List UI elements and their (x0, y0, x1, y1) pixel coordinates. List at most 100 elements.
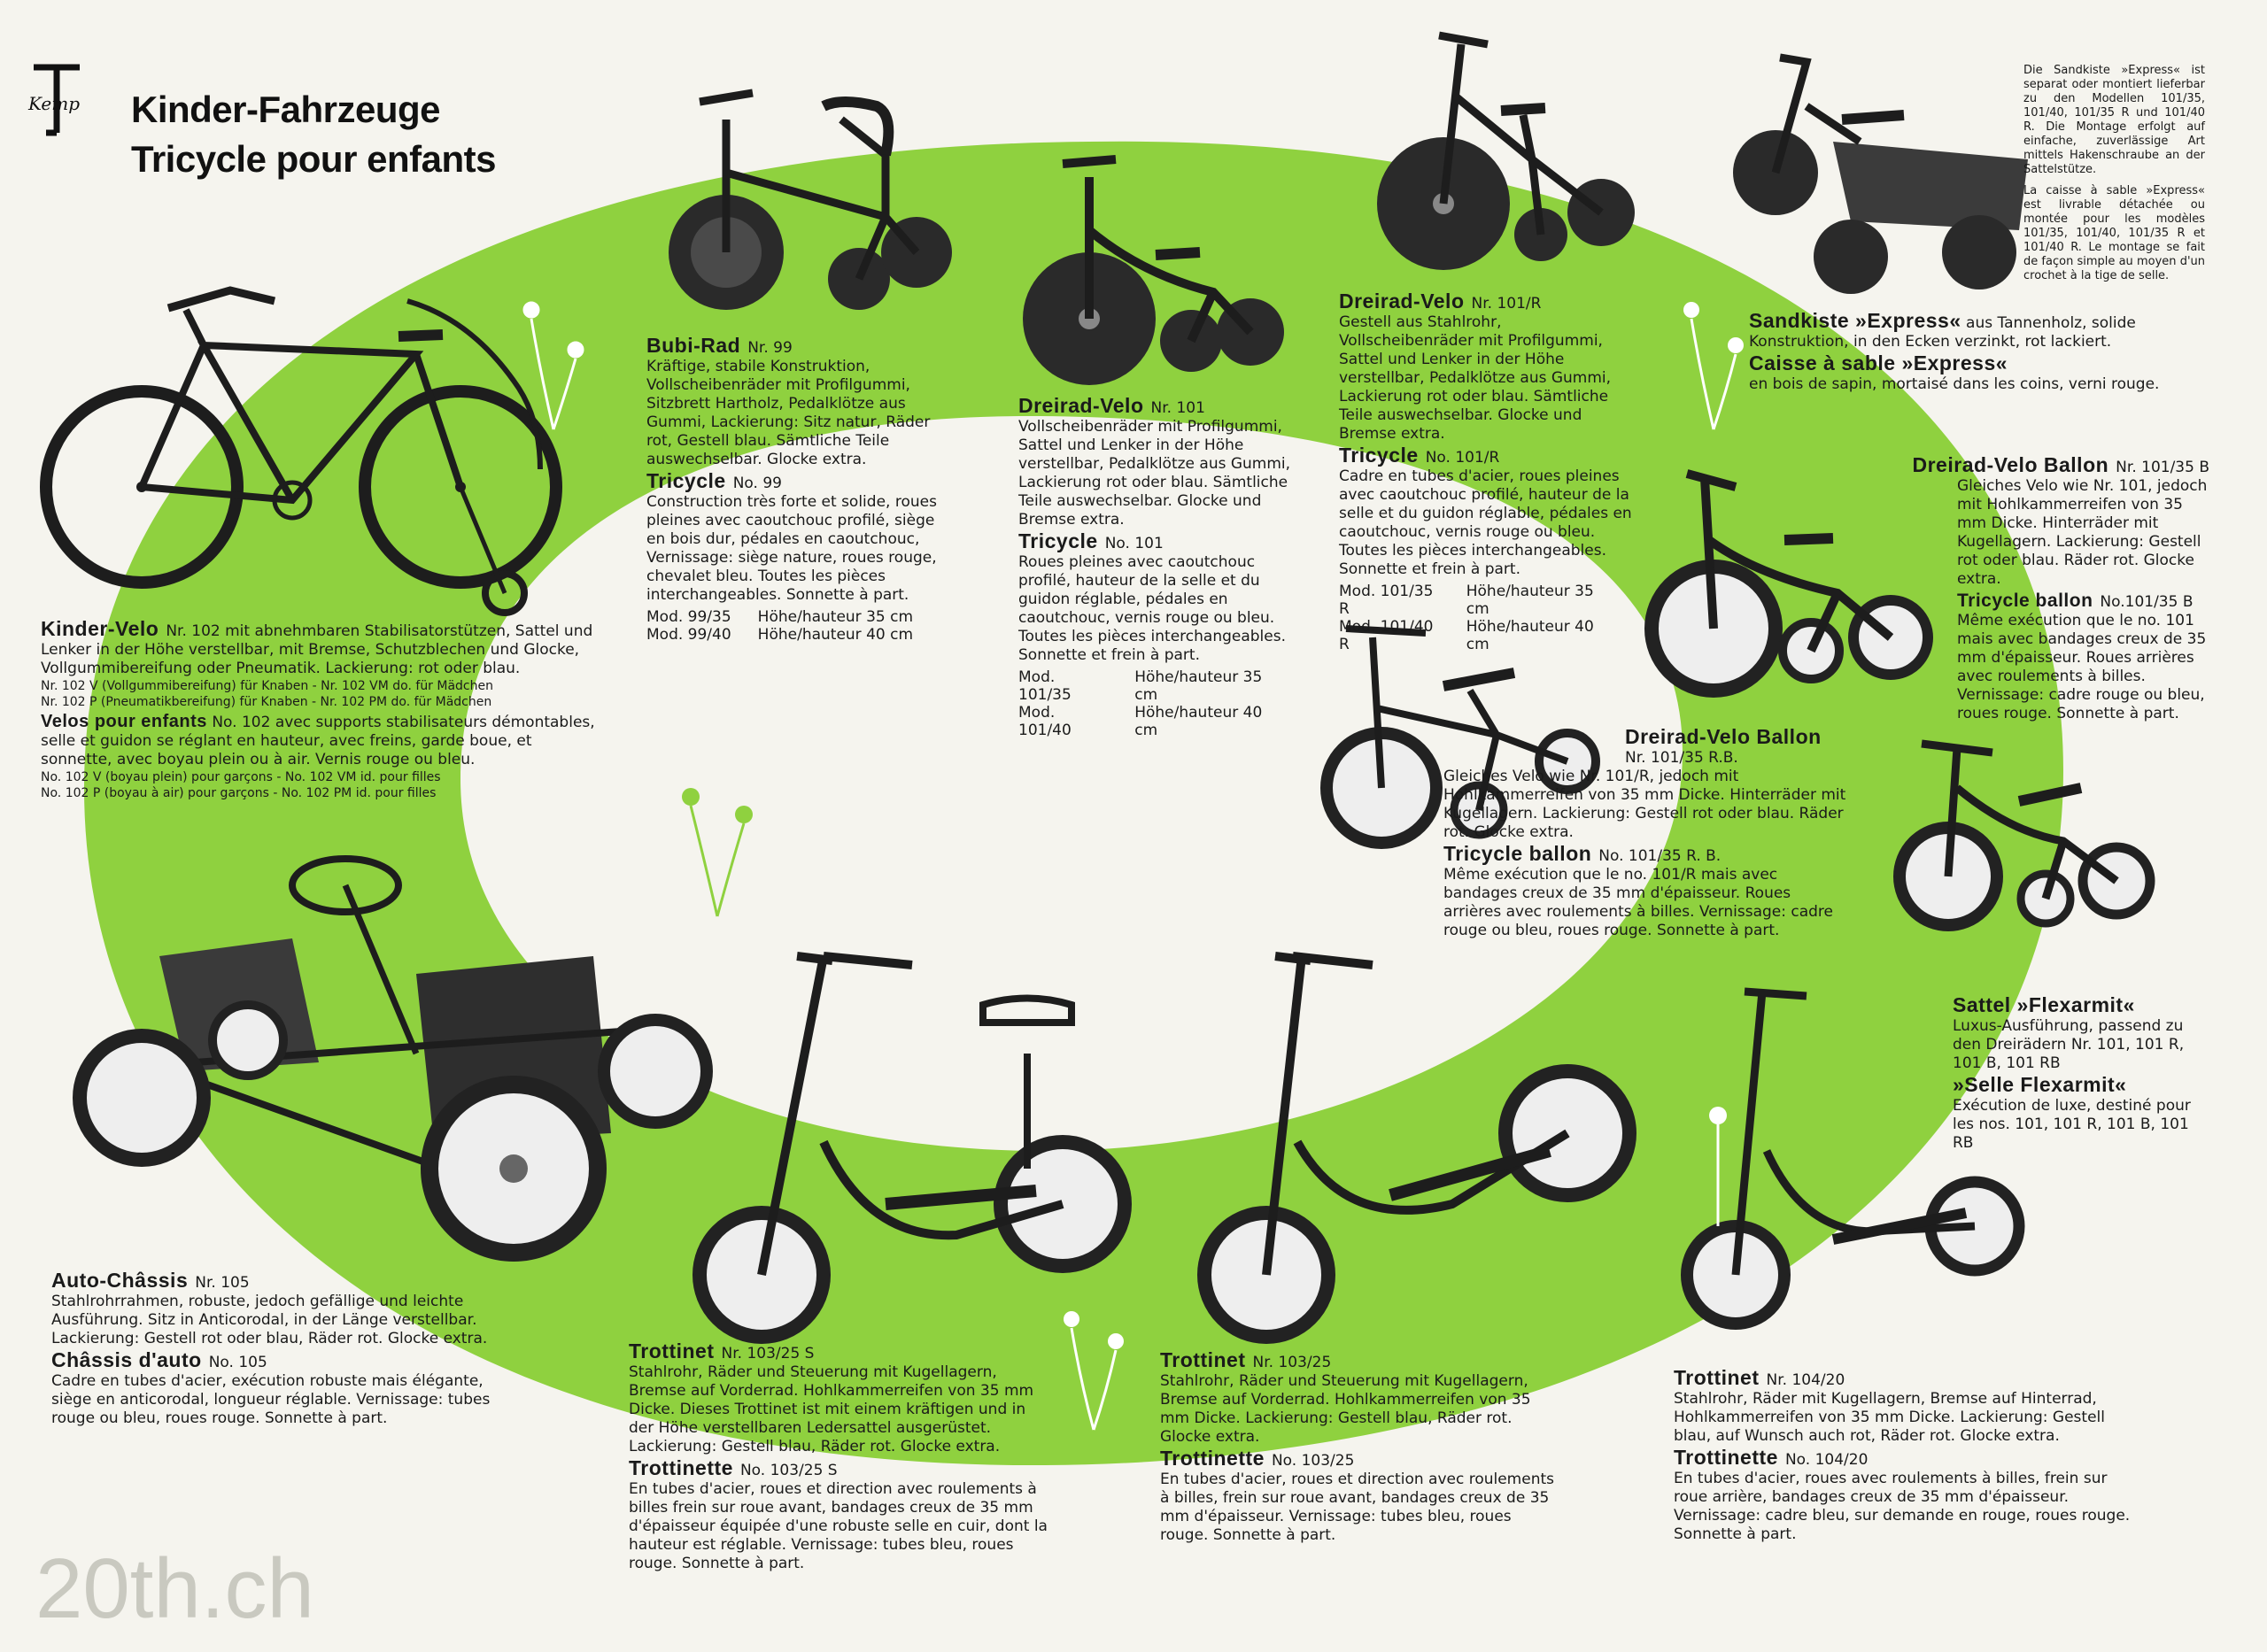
dreirad-101r-block: Dreirad-Velo Nr. 101/R Gestell aus Stahlr… (1339, 289, 1640, 654)
sandkiste-express-cart-icon (1727, 53, 2037, 297)
trottinet-20-title: Trottinet (1674, 1366, 1760, 1389)
model-height: Höhe/hauteur 35 cm (1134, 668, 1263, 704)
ballon-rb-fr-title: Tricycle ballon (1443, 842, 1592, 865)
svg-text:Kemp: Kemp (27, 93, 80, 114)
ballon-b-fr-text: Même exécution que le no. 101 mais avec … (1957, 612, 2207, 722)
bubi-rad-models: Mod. 99/35 Höhe/hauteur 35 cm Mod. 99/40 H… (646, 608, 940, 644)
model-row: Mod. 99/35 Höhe/hauteur 35 cm (646, 608, 940, 626)
dreirad-101-fr-title: Tricycle (1018, 529, 1098, 552)
kinder-velo-title: Kinder-Velo (41, 617, 159, 640)
trottinet-20-nr: Nr. 104/20 (1766, 1371, 1845, 1389)
model-height: Höhe/hauteur 40 cm (1466, 618, 1594, 653)
velos-pour-enfants-title: Velos pour enfants (41, 712, 207, 731)
flower-icon (1709, 1107, 1727, 1226)
dreirad-101-models: Mod. 101/35 Höhe/hauteur 35 cm Mod. 101/4… (1018, 668, 1311, 739)
trottinette-s-text: En tubes d'acier, roues et direction ave… (629, 1480, 1048, 1572)
dreirad-101-fr-text: Roues pleines avec caoutchouc profilé, h… (1018, 553, 1286, 664)
dreirad-ballon-rb-tricycle-icon (1311, 620, 1603, 850)
model-name: Mod. 101/40 R (1339, 618, 1434, 653)
trottinet-104-20-scooter-icon (1681, 974, 2037, 1346)
velos-pour-enfants-text: No. 102 avec supports stabilisateurs dém… (41, 714, 595, 768)
chassis-dauto-text: Cadre en tubes d'acier, exécution robust… (51, 1372, 491, 1427)
trottinet-103-25-scooter-icon (1195, 938, 1656, 1355)
auto-chassis-title: Auto-Châssis (51, 1269, 189, 1292)
trottinet-s-title: Trottinet (629, 1339, 715, 1363)
sandkiste-text: aus Tannenholz, solide Konstruktion, in … (1749, 314, 2136, 351)
model-row: Mod. 101/35 Höhe/hauteur 35 cm (1018, 668, 1311, 704)
bubi-rad-fr-title: Tricycle (646, 469, 726, 492)
model-name: Mod. 99/40 (646, 626, 731, 644)
selle-text: Exécution de luxe, destiné pour les nos.… (1953, 1097, 2191, 1152)
trottinet-104-20-block: Trottinet Nr. 104/20 Stahlrohr, Räder mit… (1674, 1366, 2134, 1544)
ballon-rb-fr-text: Même exécution que le no. 101/R mais ave… (1443, 866, 1833, 939)
title-fr: Tricycle pour enfants (131, 138, 496, 180)
title-de: Kinder-Fahrzeuge (131, 89, 441, 130)
ballon-b-text: Gleiches Velo wie Nr. 101, jedoch mit Ho… (1957, 477, 2208, 588)
model-row: Mod. 101/40 R Höhe/hauteur 40 cm (1339, 618, 1640, 653)
model-name: Mod. 99/35 (646, 608, 731, 626)
watermark: 20th.ch (35, 1541, 314, 1636)
trottinet-103-25s-block: Trottinet Nr. 103/25 S Stahlrohr, Räder u… (629, 1339, 1054, 1573)
model-name: Mod. 101/35 (1018, 668, 1072, 704)
trottinette-s-nr: No. 103/25 S (739, 1462, 838, 1479)
ballon-rb-fr-nr: No. 101/35 R. B. (1598, 847, 1722, 865)
model-height: Höhe/hauteur 35 cm (1466, 583, 1594, 618)
dreirad-101r-nr: Nr. 101/R (1471, 295, 1542, 313)
kinder-velo-variant: Nr. 102 V (Vollgummibereifung) für Knabe… (41, 679, 493, 693)
bubi-rad-nr: Nr. 99 (747, 339, 793, 357)
flower-icon (1683, 302, 1744, 430)
sandkiste-block: Sandkiste »Express« aus Tannenholz, soli… (1749, 309, 2201, 394)
dreirad-101r-text: Gestell aus Stahlrohr, Vollscheibenräder… (1339, 313, 1612, 443)
page-title: Kinder-Fahrzeuge Tricycle pour enfants (131, 85, 496, 184)
model-height: Höhe/hauteur 35 cm (757, 608, 914, 626)
bubi-rad-fr-text: Construction très forte et solide, roues… (646, 493, 937, 604)
trottinet-s-nr: Nr. 103/25 S (721, 1345, 815, 1363)
dreirad-101r-tricycle-icon (1364, 27, 1638, 292)
dreirad-101r-models: Mod. 101/35 R Höhe/hauteur 35 cm Mod. 101… (1339, 583, 1640, 653)
ballon-rb-text: Gleiches Velo wie Nr. 101/R, jedoch mit … (1443, 768, 1846, 841)
sattel-title: Sattel »Flexarmit« (1953, 993, 2135, 1016)
trottinet-103-25s-scooter-icon (691, 938, 1151, 1355)
chassis-dauto-nr: No. 105 (208, 1354, 267, 1371)
sandkiste-note-fr: La caisse à sable »Express« est livrable… (2023, 184, 2205, 282)
selle-title: »Selle Flexarmit« (1953, 1073, 2127, 1096)
dreirad-101r-fr-title: Tricycle (1339, 444, 1419, 467)
model-height: Höhe/hauteur 40 cm (757, 626, 914, 644)
kinder-velo-text: mit abnehmbaren Stabilisatorstützen, Sat… (41, 622, 593, 677)
sandkiste-title: Sandkiste »Express« (1749, 309, 1961, 332)
chassis-dauto-title: Châssis d'auto (51, 1348, 202, 1371)
dreirad-101r-fr-text: Cadre en tubes d'acier, roues pleines av… (1339, 467, 1632, 578)
flower-icon (1064, 1311, 1124, 1431)
flower-icon (522, 301, 584, 430)
trottinet-25-title: Trottinet (1160, 1348, 1246, 1371)
trottinet-s-text: Stahlrohr, Räder und Steuerung mit Kugel… (629, 1363, 1034, 1455)
model-name: Mod. 101/35 R (1339, 583, 1434, 618)
bubi-rad-fr-nr: No. 99 (732, 475, 782, 492)
sandkiste-note: Die Sandkiste »Express« ist separat oder… (2023, 64, 2205, 283)
model-row: Mod. 101/35 R Höhe/hauteur 35 cm (1339, 583, 1640, 618)
trottinette-25-nr: No. 103/25 (1271, 1452, 1355, 1470)
model-name: Mod. 101/40 (1018, 704, 1072, 739)
trottinette-25-title: Trottinette (1160, 1447, 1265, 1470)
ballon-b-title: Dreirad-Velo Ballon (1912, 453, 2109, 476)
model-row: Mod. 99/40 Höhe/hauteur 40 cm (646, 626, 940, 644)
bubi-rad-tricycle-icon (664, 66, 956, 319)
kinder-velo-variant: Nr. 102 P (Pneumatikbereifung) für Knabe… (41, 695, 492, 709)
caisse-a-sable-title: Caisse à sable »Express« (1749, 351, 2008, 374)
trottinette-20-nr: No. 104/20 (1784, 1451, 1869, 1469)
dreirad-101-text: Vollscheibenräder mit Profilgummi, Satte… (1018, 418, 1291, 529)
trottinet-25-nr: Nr. 103/25 (1252, 1354, 1332, 1371)
kinder-velo-nr: Nr. 102 (166, 622, 221, 640)
dreirad-ballon-b-tricycle-icon (1643, 460, 1935, 699)
velos-variant: No. 102 V (boyau plein) pour garçons - N… (41, 770, 441, 784)
trottinet-20-text: Stahlrohr, Räder mit Kugellagern, Bremse… (1674, 1390, 2105, 1445)
dreirad-101r-title: Dreirad-Velo (1339, 289, 1465, 313)
bubi-rad-title: Bubi-Rad (646, 334, 741, 357)
dreirad-101-nr: Nr. 101 (1150, 399, 1205, 417)
